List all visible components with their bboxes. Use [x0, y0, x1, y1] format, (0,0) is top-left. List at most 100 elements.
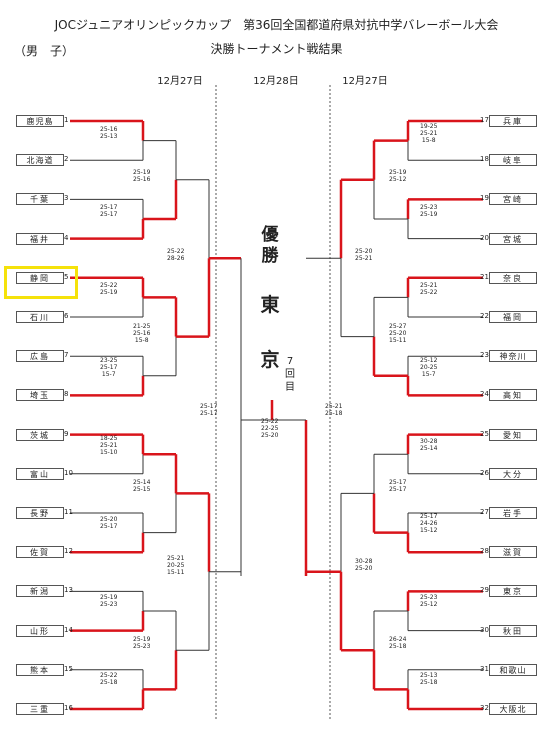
team-number: 19 [480, 194, 489, 203]
team-right-23: 神奈川 [489, 350, 537, 363]
team-right-31: 和歌山 [489, 663, 537, 676]
team-number: 25 [480, 429, 489, 438]
team-number: 13 [64, 586, 73, 595]
team-right-29: 東京 [489, 585, 537, 598]
team-left-14: 山形 [16, 624, 64, 637]
team-right-18: 岐阜 [489, 154, 537, 167]
team-number: 14 [64, 625, 73, 634]
team-right-24: 高知 [489, 389, 537, 402]
team-right-22: 福岡 [489, 311, 537, 323]
team-number: 18 [480, 155, 489, 164]
team-number: 11 [64, 508, 73, 516]
team-number: 30 [480, 625, 489, 634]
team-number: 27 [480, 508, 489, 516]
team-number: 10 [64, 468, 73, 477]
team-number: 2 [64, 155, 69, 164]
date-right: 12月27日 [342, 76, 388, 87]
team-left-3: 千葉 [16, 193, 64, 206]
team-left-15: 熊本 [16, 663, 64, 676]
team-left-13: 新潟 [16, 585, 64, 598]
team-right-17: 兵庫 [489, 115, 537, 127]
team-left-11: 長野 [16, 507, 64, 519]
team-number: 24 [480, 390, 489, 399]
team-number: 15 [64, 664, 73, 673]
page-subtitle: 決勝トーナメント戦結果 [210, 42, 343, 56]
team-right-19: 宮崎 [489, 193, 537, 206]
team-left-9: 茨城 [16, 428, 64, 441]
team-number: 32 [480, 704, 489, 712]
team-left-6: 石川 [16, 311, 64, 323]
team-number: 28 [480, 547, 489, 556]
champion-name-2: 京 [260, 349, 280, 371]
team-left-1: 鹿児島 [16, 115, 64, 127]
team-number: 31 [480, 664, 489, 673]
team-left-8: 埼玉 [16, 389, 64, 402]
champion-label-2: 勝 [261, 246, 279, 266]
team-number: 5 [64, 272, 69, 281]
team-right-28: 滋賀 [489, 546, 537, 559]
team-number: 23 [480, 351, 489, 360]
champion-round: 7回目 [285, 356, 295, 393]
team-right-25: 愛知 [489, 428, 537, 441]
team-right-30: 秋田 [489, 624, 537, 637]
team-right-32: 大阪北 [489, 703, 537, 715]
team-left-5: 静岡 [16, 271, 64, 284]
team-number: 22 [480, 312, 489, 320]
team-right-21: 奈良 [489, 271, 537, 284]
team-number: 12 [64, 547, 73, 556]
team-right-26: 大分 [489, 467, 537, 480]
team-right-20: 宮城 [489, 232, 537, 245]
team-left-2: 北海道 [16, 154, 64, 167]
team-left-16: 三重 [16, 703, 64, 715]
team-number: 17 [480, 116, 489, 124]
champion-name-1: 東 [260, 294, 280, 316]
team-number: 1 [64, 116, 69, 124]
date-center: 12月28日 [253, 76, 299, 87]
team-left-4: 福井 [16, 232, 64, 245]
team-left-7: 広島 [16, 350, 64, 363]
division-label: （男 子） [14, 44, 75, 58]
team-number: 9 [64, 429, 69, 438]
team-number: 26 [480, 468, 489, 477]
champion-label-1: 優 [261, 225, 279, 245]
team-number: 3 [64, 194, 69, 203]
team-left-12: 佐賀 [16, 546, 64, 559]
team-right-27: 岩手 [489, 507, 537, 519]
team-number: 20 [480, 233, 489, 242]
team-number: 7 [64, 351, 69, 360]
team-number: 16 [64, 704, 73, 712]
date-left: 12月27日 [157, 76, 203, 87]
team-number: 8 [64, 390, 69, 399]
highlight-box [4, 266, 78, 299]
